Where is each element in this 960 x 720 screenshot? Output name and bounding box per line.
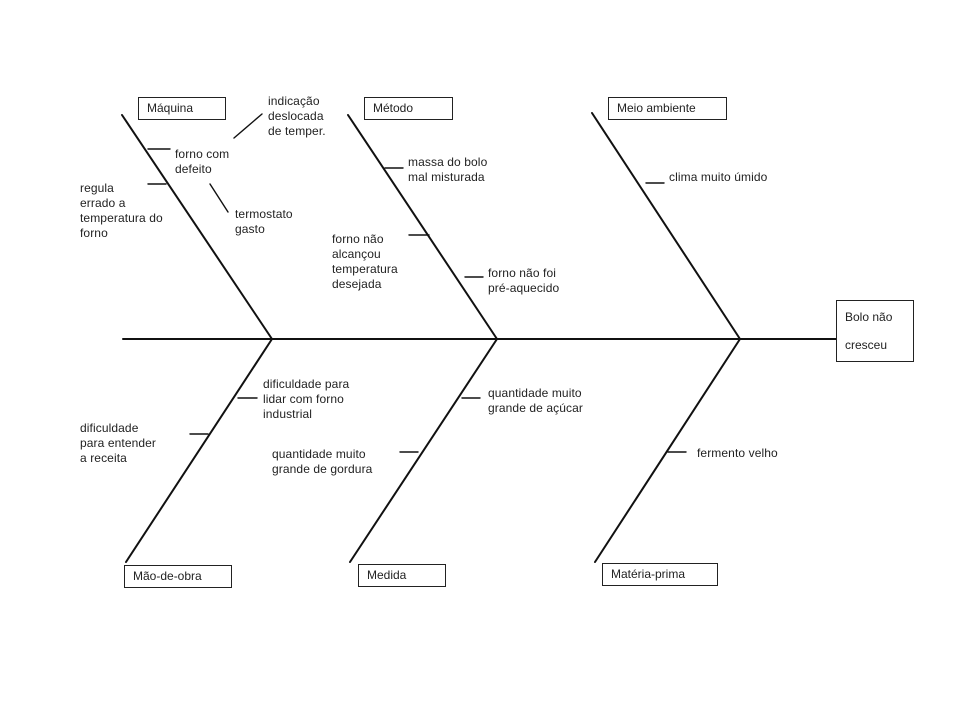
category-metodo: Método <box>364 97 453 120</box>
category-mao-de-obra: Mão-de-obra <box>124 565 232 588</box>
cause-dificuldade-receita: dificuldade para entender a receita <box>80 421 157 465</box>
cause-termostato: termostato gasto <box>235 207 293 236</box>
effect-box: Bolo não cresceu <box>836 300 914 362</box>
cause-fermento: fermento velho <box>697 446 778 460</box>
cause-pre-aquecido: forno não foi pré-aquecido <box>488 266 560 295</box>
cause-gordura: quantidade muito grande de gordura <box>272 447 373 476</box>
category-meio-ambiente: Meio ambiente <box>608 97 727 120</box>
bone-materia-prima <box>594 338 741 563</box>
cause-forno-defeito: forno com defeito <box>175 147 230 176</box>
cause-indicacao: indicação deslocada de temper. <box>268 94 326 138</box>
bone-maquina <box>121 114 273 340</box>
bone-medida <box>349 338 498 563</box>
cause-clima: clima muito úmido <box>669 170 768 184</box>
category-maquina: Máquina <box>138 97 226 120</box>
leader-termostato <box>209 183 229 213</box>
bone-meio-ambiente <box>591 112 741 340</box>
cause-regula: regula errado a temperatura do forno <box>80 181 163 240</box>
cause-dificuldade-forno: dificuldade para lidar com forno industr… <box>263 377 350 421</box>
cause-forno-nao-alcancou: forno não alcançou temperatura desejada <box>332 232 398 291</box>
cause-massa: massa do bolo mal misturada <box>408 155 488 184</box>
category-materia-prima: Matéria-prima <box>602 563 718 586</box>
bone-metodo <box>347 114 498 340</box>
category-medida: Medida <box>358 564 446 587</box>
leader-indicacao <box>233 113 263 139</box>
bone-mao-de-obra <box>125 338 273 563</box>
cause-acucar: quantidade muito grande de açúcar <box>488 386 583 415</box>
